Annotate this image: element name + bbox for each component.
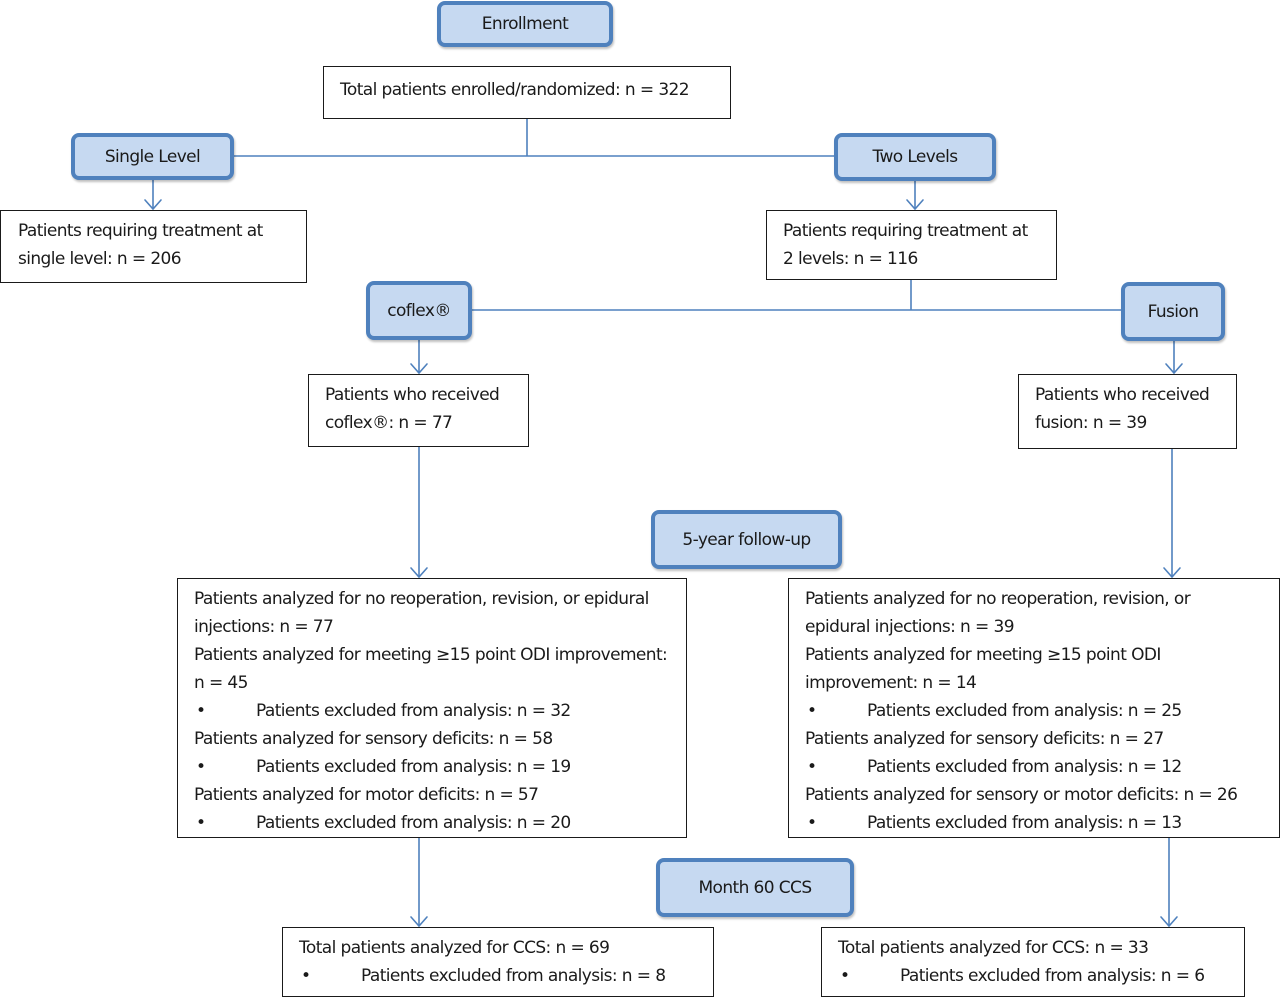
fusion-motor-text: Patients analyzed for sensory or motor d… [805,785,1238,805]
single-level-desc-2: single level: n = 206 [18,249,182,269]
arrowhead-fusion-ccs [1160,916,1178,928]
fusion-sensory-text: Patients analyzed for sensory deficits: … [805,729,1164,749]
single-level-header: Single Level [71,133,234,180]
fusion-odi-excluded-text: Patients excluded from analysis: n = 25 [867,701,1182,721]
bullet-glyph: • [807,813,817,833]
fusion-received-box: Patients who received fusion: n = 39 [1018,374,1237,449]
arrowhead-single [144,199,162,211]
coflex-sensory-excluded: • Patients excluded from analysis: n = 1… [194,753,676,781]
two-levels-box: Patients requiring treatment at 2 levels… [766,210,1057,280]
coflex-ccs-box: Total patients analyzed for CCS: n = 69 … [282,927,714,997]
coflex-header: coflex® [366,281,472,340]
coflex-motor-excluded-text: Patients excluded from analysis: n = 20 [256,813,571,833]
fusion-followup-box: Patients analyzed for no reoperation, re… [788,578,1280,838]
coflex-odi-excluded-text: Patients excluded from analysis: n = 32 [256,701,571,721]
bullet-glyph: • [807,701,817,721]
single-level-desc-1: Patients requiring treatment at [18,221,263,241]
coflex-sensory-excluded-text: Patients excluded from analysis: n = 19 [256,757,571,777]
arrowhead-two [906,199,924,211]
two-levels-desc-1: Patients requiring treatment at [783,221,1028,241]
fusion-sensory-excluded-text: Patients excluded from analysis: n = 12 [867,757,1182,777]
arrowhead-coflex [410,363,428,375]
total-enrolled-text: Total patients enrolled/randomized: n = … [340,80,690,100]
connector-enroll-split [232,118,836,157]
coflex-motor-excluded: • Patients excluded from analysis: n = 2… [194,809,676,837]
bullet-glyph: • [840,966,850,986]
followup-header: 5-year follow-up [651,510,842,569]
total-enrolled-box: Total patients enrolled/randomized: n = … [323,66,731,119]
arrowhead-coflex-followup [410,567,428,579]
coflex-reop-text: Patients analyzed for no reoperation, re… [194,589,649,637]
fusion-received-desc-2: fusion: n = 39 [1035,413,1147,433]
fusion-reop-text: Patients analyzed for no reoperation, re… [805,589,1191,637]
coflex-followup-box: Patients analyzed for no reoperation, re… [177,578,687,838]
fusion-motor-excluded-text: Patients excluded from analysis: n = 13 [867,813,1182,833]
coflex-received-box: Patients who received coflex®: n = 77 [308,374,529,447]
coflex-received-desc-2: coflex®: n = 77 [325,413,453,433]
fusion-ccs-excluded: • Patients excluded from analysis: n = 6 [838,962,1234,990]
fusion-ccs-box: Total patients analyzed for CCS: n = 33 … [821,927,1245,997]
single-level-box: Patients requiring treatment at single l… [0,210,307,283]
connector-twolevels-split [470,279,1123,311]
coflex-received-desc-1: Patients who received [325,385,500,405]
bullet-glyph: • [196,757,206,777]
coflex-motor-text: Patients analyzed for motor deficits: n … [194,785,539,805]
enrollment-header: Enrollment [437,1,613,47]
coflex-odi-text: Patients analyzed for meeting ≥15 point … [194,645,668,693]
bullet-glyph: • [807,757,817,777]
coflex-ccs-excluded: • Patients excluded from analysis: n = 8 [299,962,703,990]
bullet-glyph: • [301,966,311,986]
arrowhead-fusion-followup [1163,567,1181,579]
fusion-received-desc-1: Patients who received [1035,385,1210,405]
fusion-ccs-excluded-text: Patients excluded from analysis: n = 6 [900,966,1205,986]
fusion-header: Fusion [1121,282,1225,341]
fusion-ccs-total: Total patients analyzed for CCS: n = 33 [838,938,1149,958]
fusion-odi-text: Patients analyzed for meeting ≥15 point … [805,645,1161,693]
fusion-sensory-excluded: • Patients excluded from analysis: n = 1… [805,753,1269,781]
coflex-odi-excluded: • Patients excluded from analysis: n = 3… [194,697,676,725]
month60-header: Month 60 CCS [656,858,854,917]
arrowhead-fusion [1165,363,1183,375]
bullet-glyph: • [196,701,206,721]
bullet-glyph: • [196,813,206,833]
two-levels-desc-2: 2 levels: n = 116 [783,249,918,269]
coflex-ccs-total: Total patients analyzed for CCS: n = 69 [299,938,610,958]
fusion-motor-excluded: • Patients excluded from analysis: n = 1… [805,809,1269,837]
arrowhead-coflex-ccs [410,916,428,928]
two-levels-header: Two Levels [834,133,996,181]
coflex-sensory-text: Patients analyzed for sensory deficits: … [194,729,553,749]
coflex-ccs-excluded-text: Patients excluded from analysis: n = 8 [361,966,666,986]
fusion-odi-excluded: • Patients excluded from analysis: n = 2… [805,697,1269,725]
